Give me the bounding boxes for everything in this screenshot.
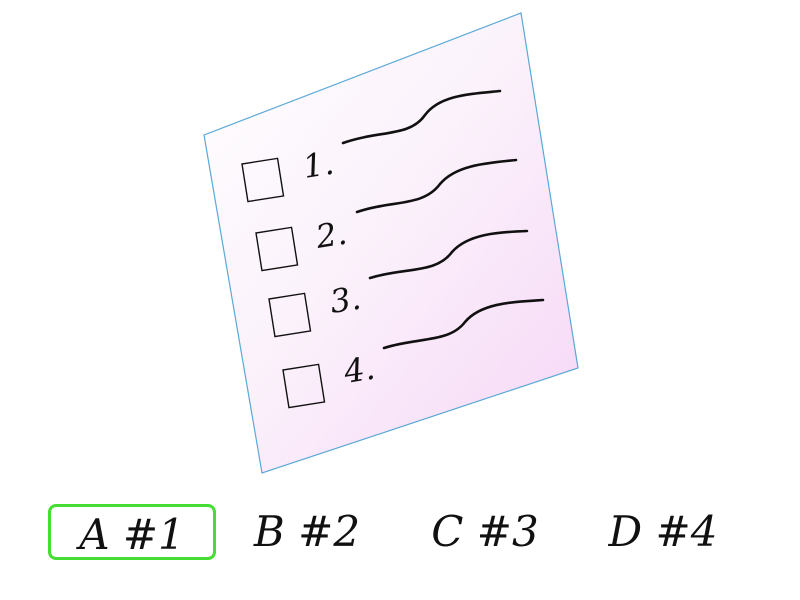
answer-option-d[interactable]: D #4 xyxy=(608,507,718,556)
answer-option-a[interactable]: A #1 xyxy=(48,504,216,560)
checkbox-4 xyxy=(282,363,326,409)
answer-option-b[interactable]: B #2 xyxy=(253,507,361,556)
checklist-item-2: 2. xyxy=(255,158,518,272)
item-number-2: 2. xyxy=(312,214,349,256)
checkbox-2 xyxy=(255,226,299,272)
item-line-2 xyxy=(355,158,518,214)
checkbox-1 xyxy=(241,157,285,203)
item-line-4 xyxy=(382,298,545,350)
checklist-item-1: 1. xyxy=(241,89,502,203)
item-number-3: 3. xyxy=(327,279,363,321)
checklist-item-3: 3. xyxy=(268,229,529,338)
item-number-1: 1. xyxy=(300,144,336,186)
answer-options: A #1 B #2 C #3 D #4 xyxy=(0,496,800,586)
item-line-1 xyxy=(341,89,502,145)
item-number-4: 4. xyxy=(340,349,377,391)
checkbox-3 xyxy=(268,292,312,338)
answer-option-c[interactable]: C #3 xyxy=(431,507,539,556)
checklist-paper xyxy=(203,12,579,474)
item-line-3 xyxy=(368,229,529,280)
checklist-item-4: 4. xyxy=(282,298,545,409)
